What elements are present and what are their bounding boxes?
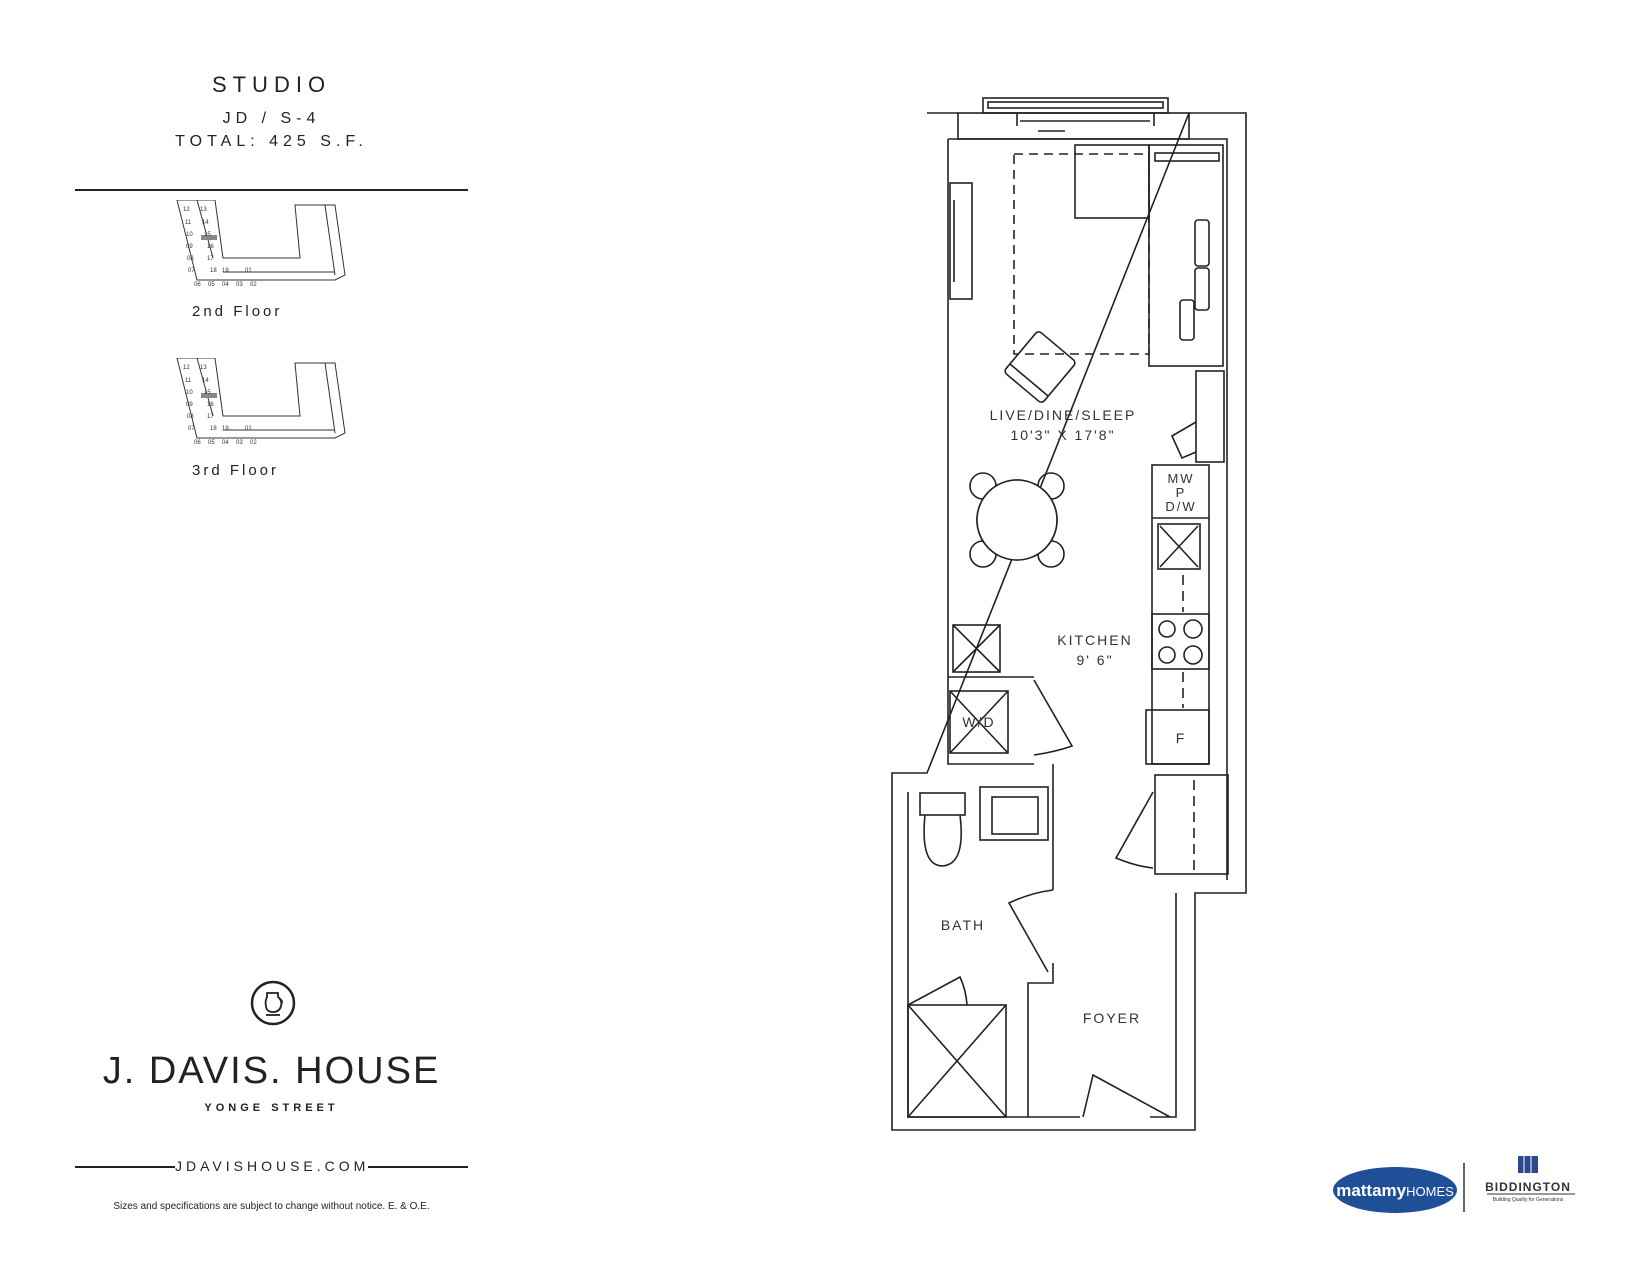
unit-number: 14	[202, 378, 209, 384]
unit-number: 05	[208, 440, 215, 446]
mw-label: MW	[1167, 471, 1194, 486]
exterior-wall	[891, 112, 1247, 1131]
pantry-label: P	[1176, 485, 1187, 500]
unit-number: 17	[207, 256, 214, 262]
highlighted-unit	[201, 393, 217, 398]
ottoman	[1074, 144, 1150, 219]
interior-wall	[907, 138, 1228, 1118]
unit-number: 18	[210, 426, 217, 432]
unit-number: 12	[183, 365, 190, 371]
room-label-bath: BATH	[941, 917, 985, 933]
unit-number: 02	[250, 440, 257, 446]
foyer-closet	[1154, 774, 1229, 875]
fridge	[1145, 709, 1210, 765]
svg-text:Building Quality for Generatio: Building Quality for Generations	[1493, 1197, 1564, 1203]
building-footprint	[176, 200, 346, 281]
unit-number: 14	[202, 220, 209, 226]
unit-number: 03	[236, 282, 243, 288]
mattamy-homes-logo: mattamyHOMES	[1333, 1167, 1457, 1213]
key-plan-3rd-floor: 12 13 11 14 10 15 09 16 08 17 07 18 19 01 06 05 04 03 02	[176, 358, 346, 446]
unit-number: 02	[250, 282, 257, 288]
unit-number: 08	[187, 256, 194, 262]
unit-number: 04	[222, 282, 229, 288]
divider	[75, 189, 468, 191]
unit-number: 03	[236, 440, 243, 446]
brand-street: YONGE STREET	[204, 1102, 339, 1114]
room-dims-live: 10'3" X 17'8"	[1010, 427, 1115, 443]
unit-number: 11	[185, 220, 192, 226]
unit-number: 13	[200, 207, 207, 213]
bath-vanity	[979, 786, 1049, 841]
unit-number: 10	[186, 390, 193, 396]
key-plan-label-3rd: 3rd Floor	[192, 462, 280, 479]
unit-number: 06	[194, 440, 201, 446]
divider	[75, 1166, 175, 1168]
key-plan-2nd-floor: 12 13 11 14 10 15 09 16 08 17 07 18 19 01 06 05 04 03 02	[176, 200, 346, 288]
unit-number: 09	[186, 244, 193, 250]
unit-number: 07	[188, 426, 195, 432]
room-dims-kitchen: 9' 6"	[1076, 652, 1113, 668]
unit-number: 11	[185, 378, 192, 384]
room-label-live: LIVE/DINE/SLEEP	[990, 407, 1137, 423]
svg-text:BIDDINGTON: BIDDINGTON	[1485, 1180, 1571, 1194]
unit-total-area: TOTAL: 425 S.F.	[175, 133, 368, 150]
unit-number: 18	[210, 268, 217, 274]
website-link[interactable]: JDAVISHOUSE.COM	[175, 1158, 370, 1174]
unit-number: 19	[222, 268, 229, 274]
unit-number: 04	[222, 440, 229, 446]
unit-number: 09	[186, 402, 193, 408]
entry-door	[1082, 1073, 1171, 1118]
desk	[1195, 370, 1225, 463]
unit-number: 15	[204, 232, 211, 238]
area-rug	[1013, 153, 1150, 355]
unit-number: 17	[207, 414, 214, 420]
unit-code: JD / S-4	[222, 110, 321, 127]
disclaimer: Sizes and specifications are subject to …	[113, 1201, 430, 1212]
brand-name: J. DAVIS. HOUSE	[102, 1050, 441, 1092]
room-label-foyer: FOYER	[1083, 1010, 1141, 1026]
divider	[368, 1166, 468, 1168]
highlighted-unit	[201, 235, 217, 240]
stove	[1151, 613, 1210, 670]
fridge-label: F	[1176, 730, 1187, 746]
biddington-logo: BIDDINGTON Building Quality for Generati…	[1485, 1156, 1575, 1203]
unit-number: 07	[188, 268, 195, 274]
sofa	[1148, 144, 1224, 367]
window-balcony	[957, 97, 1190, 140]
unit-number: 15	[204, 390, 211, 396]
unit-number: 16	[207, 402, 214, 408]
unit-number: 19	[222, 426, 229, 432]
building-footprint	[176, 358, 346, 439]
unit-number: 10	[186, 232, 193, 238]
armchair	[1004, 331, 1076, 403]
dishwasher-label: D/W	[1165, 499, 1196, 514]
unit-number: 12	[183, 207, 190, 213]
shower	[907, 1004, 1007, 1118]
unit-number: 06	[194, 282, 201, 288]
room-label-kitchen: KITCHEN	[1057, 632, 1132, 648]
unit-number: 05	[208, 282, 215, 288]
kitchen-sink	[1157, 523, 1201, 570]
key-plan-label-2nd: 2nd Floor	[192, 303, 283, 320]
unit-number: 08	[187, 414, 194, 420]
jug-logo-icon	[250, 980, 296, 1026]
unit-number: 01	[245, 426, 252, 432]
washer-dryer-label: W/D	[962, 714, 995, 730]
unit-type: STUDIO	[211, 72, 332, 97]
unit-number: 13	[200, 365, 207, 371]
unit-number: 16	[207, 244, 214, 250]
svg-text:mattamyHOMES: mattamyHOMES	[1336, 1181, 1454, 1200]
washer-dryer	[949, 690, 1009, 754]
toilet	[919, 792, 966, 816]
unit-number: 01	[245, 268, 252, 274]
tv-unit	[949, 182, 973, 300]
